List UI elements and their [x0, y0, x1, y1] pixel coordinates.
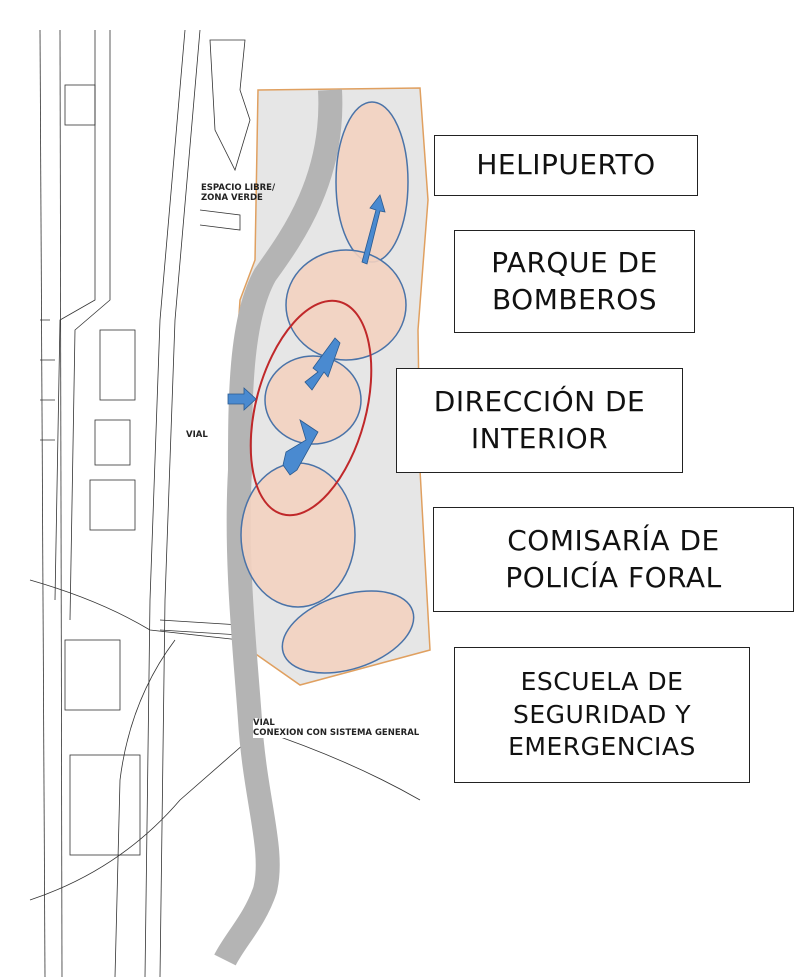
double-arrow-icon: [282, 419, 319, 476]
label-line: CONEXION CON SISTEMA GENERAL: [253, 728, 420, 739]
zone-label-line: BOMBEROS: [491, 282, 658, 316]
zone-escuela: [281, 590, 415, 674]
label-espacio-libre: ESPACIO LIBRE/ ZONA VERDE: [201, 183, 275, 203]
zone-label-line: INTERIOR: [470, 421, 609, 455]
zone-label-line: POLICÍA FORAL: [505, 560, 722, 594]
label-line: VIAL: [253, 718, 275, 728]
label-vial-conexion: VIAL CONEXION CON SISTEMA GENERAL: [253, 718, 425, 739]
cadastral-lines: [29, 29, 421, 977]
zone-label-line: EMERGENCIAS: [508, 732, 696, 762]
zone-label-bomberos: PARQUE DE BOMBEROS: [454, 230, 695, 333]
zone-interior-highlight: [249, 299, 373, 517]
zone-label-line: PARQUE DE: [491, 246, 658, 280]
arrows: [227, 194, 386, 476]
double-arrow-icon: [304, 337, 341, 391]
zone-label-line: DIRECCIÓN DE: [433, 385, 646, 419]
zone-label-interior: DIRECCIÓN DE INTERIOR: [396, 368, 683, 473]
zone-label-comisaria: COMISARÍA DE POLICÍA FORAL: [433, 507, 794, 612]
zone-label-escuela: ESCUELA DE SEGURIDAD Y EMERGENCIAS: [454, 647, 750, 783]
zone-label-helipuerto: HELIPUERTO: [434, 135, 698, 196]
arrow-right-icon: [227, 387, 257, 411]
zone-label-line: ESCUELA DE: [520, 667, 684, 697]
zone-label-line: SEGURIDAD Y: [513, 699, 691, 729]
label-line: ZONA VERDE: [201, 193, 263, 204]
arrow-up-icon: [361, 194, 386, 265]
label-vial: VIAL: [186, 430, 208, 440]
zone-interior-inner: [264, 355, 362, 445]
zone-label-line: HELIPUERTO: [476, 148, 656, 182]
zone-comisaria: [240, 462, 356, 608]
zone-label-line: COMISARÍA DE: [507, 524, 720, 558]
label-line: ESPACIO LIBRE/: [201, 183, 276, 193]
river: [214, 89, 343, 966]
